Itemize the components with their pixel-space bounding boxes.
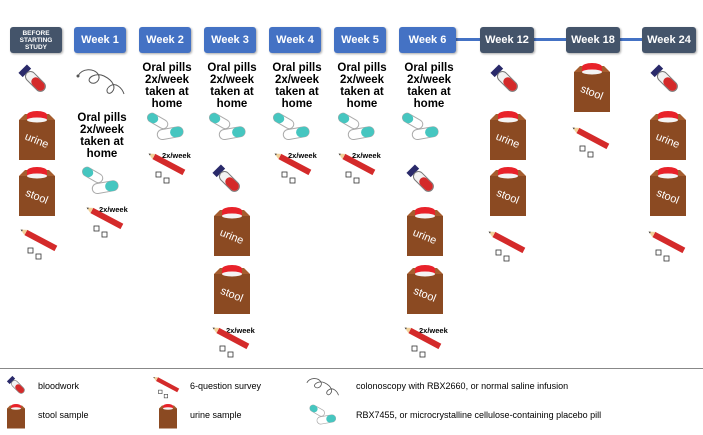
survey-frequency-week-3: 2x/week bbox=[226, 326, 255, 335]
oral-pills-text-week-3: Oral pills 2x/week taken at home bbox=[207, 62, 257, 110]
header-week-12: Week 12 bbox=[480, 27, 534, 53]
header-before-study: BEFORE STARTING STUDY bbox=[10, 27, 62, 53]
survey-pencil-icon bbox=[338, 153, 376, 184]
legend-stool-bag-icon bbox=[7, 404, 25, 429]
survey-pencil-icon bbox=[274, 153, 312, 184]
legend-urine-label: urine sample bbox=[190, 410, 242, 420]
legend-colonoscopy-label: colonoscopy with RBX2660, or normal sali… bbox=[356, 381, 569, 391]
pill-icon bbox=[81, 166, 119, 195]
header-week-5: Week 5 bbox=[334, 27, 386, 53]
timeline-connector bbox=[456, 38, 480, 41]
survey-frequency-week-5: 2x/week bbox=[352, 151, 381, 160]
timeline-connector bbox=[534, 38, 566, 41]
survey-frequency-week-4: 2x/week bbox=[288, 151, 317, 160]
legend-blood-tube-icon bbox=[6, 375, 25, 394]
legend-stool-label: stool sample bbox=[38, 410, 89, 420]
oral-pills-text-week-2: Oral pills 2x/week taken at home bbox=[142, 62, 192, 110]
blood-tube-icon bbox=[212, 164, 240, 192]
urine-bag-icon: urine bbox=[650, 111, 686, 160]
blood-tube-icon bbox=[406, 164, 434, 192]
survey-pencil-icon bbox=[648, 231, 686, 262]
legend-colonoscopy-icon bbox=[306, 378, 339, 396]
urine-bag-icon: urine bbox=[490, 111, 526, 160]
blood-tube-icon bbox=[490, 64, 518, 92]
survey-pencil-icon bbox=[20, 229, 58, 260]
header-week-2: Week 2 bbox=[139, 27, 191, 53]
legend-bloodwork-label: bloodwork bbox=[38, 381, 80, 391]
header-week-24: Week 24 bbox=[642, 27, 696, 53]
survey-pencil-icon bbox=[86, 207, 124, 238]
stool-bag-icon: stool bbox=[19, 167, 55, 216]
survey-pencil-icon bbox=[148, 153, 186, 184]
legend-pill-label: RBX7455, or microcrystalline cellulose-c… bbox=[356, 410, 602, 420]
header-week-1: Week 1 bbox=[74, 27, 126, 53]
oral-pills-text-week-5: Oral pills 2x/week taken at home bbox=[337, 62, 387, 110]
pill-icon bbox=[401, 112, 439, 141]
stool-bag-icon: stool bbox=[574, 63, 610, 112]
urine-bag-icon: urine bbox=[214, 207, 250, 256]
stool-bag-icon: stool bbox=[214, 265, 250, 314]
pill-icon bbox=[337, 112, 375, 141]
pill-icon bbox=[272, 112, 310, 141]
survey-pencil-icon bbox=[572, 127, 610, 158]
urine-bag-icon: urine bbox=[407, 207, 443, 256]
legend-survey-label: 6-question survey bbox=[190, 381, 262, 391]
stool-bag-icon: stool bbox=[650, 167, 686, 216]
stool-bag-icon: stool bbox=[407, 265, 443, 314]
colonoscopy-icon bbox=[76, 69, 125, 95]
header-week-3: Week 3 bbox=[204, 27, 256, 53]
legend-survey-pencil-icon bbox=[153, 377, 180, 399]
blood-tube-icon bbox=[650, 64, 678, 92]
header-week-4: Week 4 bbox=[269, 27, 321, 53]
legend-urine-bag-icon bbox=[159, 404, 177, 429]
header-week-18: Week 18 bbox=[566, 27, 620, 53]
survey-frequency-week-1: 2x/week bbox=[99, 205, 128, 214]
legend-pill-icon bbox=[309, 404, 337, 425]
survey-frequency-week-6: 2x/week bbox=[419, 326, 448, 335]
oral-pills-text-week-4: Oral pills 2x/week taken at home bbox=[272, 62, 322, 110]
stool-bag-icon: stool bbox=[490, 167, 526, 216]
survey-pencil-icon bbox=[488, 231, 526, 262]
timeline-connector bbox=[620, 38, 642, 41]
survey-frequency-week-2: 2x/week bbox=[162, 151, 191, 160]
pill-icon bbox=[208, 112, 246, 141]
survey-pencil-icon bbox=[212, 327, 250, 358]
legend-divider bbox=[0, 368, 703, 369]
urine-bag-icon: urine bbox=[19, 111, 55, 160]
survey-pencil-icon bbox=[404, 327, 442, 358]
pill-icon bbox=[146, 112, 184, 141]
header-week-6: Week 6 bbox=[399, 27, 456, 53]
oral-pills-text-week-1: Oral pills 2x/week taken at home bbox=[77, 112, 127, 160]
blood-tube-icon bbox=[18, 64, 46, 92]
oral-pills-text-week-6: Oral pills 2x/week taken at home bbox=[404, 62, 454, 110]
